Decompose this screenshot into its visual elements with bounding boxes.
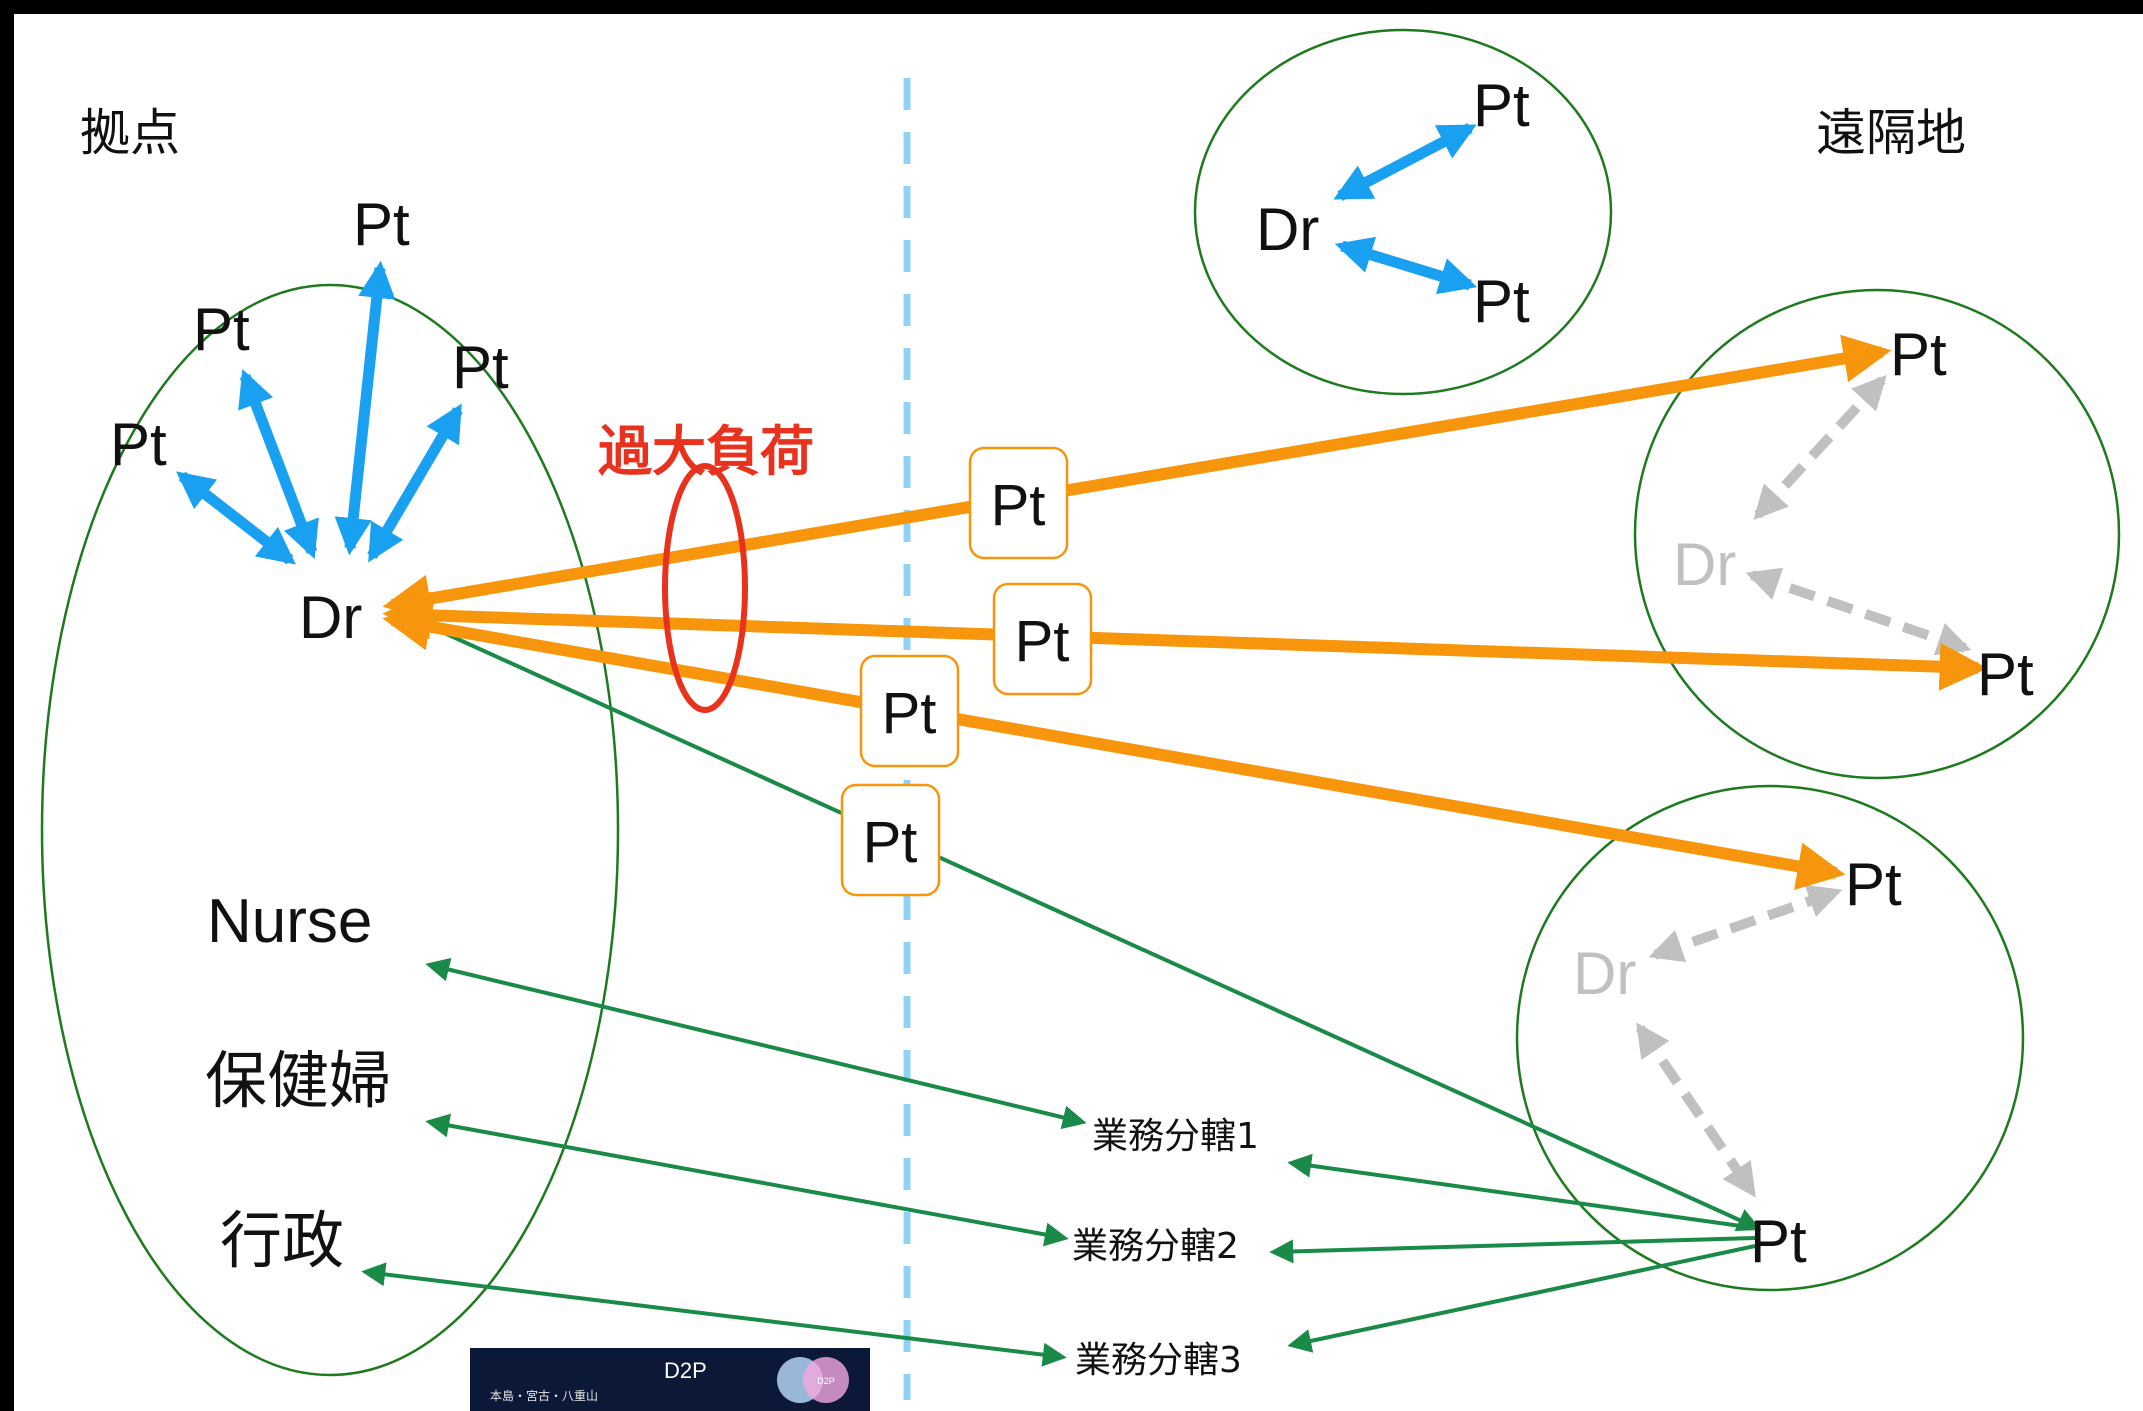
- base-pt-right: Pt: [452, 334, 509, 401]
- green-line-duty1: [1287, 1153, 1756, 1230]
- orange-arrow-3: [382, 602, 1846, 891]
- blue-arrow-pt2: [238, 369, 319, 559]
- remote3-pt-top: Pt: [1845, 851, 1902, 918]
- blue-arrow-pt4: [367, 403, 463, 563]
- remote1-pt-top: Pt: [1473, 72, 1530, 139]
- remote3-dr: Dr: [1573, 940, 1636, 1007]
- pt-box-3-label: Pt: [882, 681, 937, 746]
- blue-arrow-pt1: [176, 471, 296, 565]
- remote1-pt-bottom: Pt: [1473, 268, 1530, 335]
- nurse-label: Nurse: [207, 887, 372, 956]
- base-dr: Dr: [299, 584, 362, 651]
- green-line-duty3: [1287, 1244, 1756, 1353]
- remote3-pt-bottom: Pt: [1750, 1208, 1807, 1275]
- base-pt-top: Pt: [353, 191, 410, 258]
- pt-box-2-label: Pt: [1015, 609, 1070, 674]
- administration-label: 行政: [220, 1204, 344, 1277]
- green-line-nurse: [425, 957, 1087, 1130]
- green-line-duty2: [1269, 1236, 1756, 1264]
- grey-arrow-mid-1: [1753, 374, 1887, 521]
- pt-box-3: Pt: [859, 654, 960, 768]
- duty3-label: 業務分轄3: [1075, 1340, 1242, 1381]
- d2p-thumbnail: D2P 本島・宮古・八重山 D2P: [470, 1348, 870, 1411]
- base-pt-left: Pt: [110, 411, 167, 478]
- remote2-pt-bottom: Pt: [1977, 641, 2034, 708]
- overload-label: 過大負荷: [598, 420, 814, 483]
- pt-box-1-label: Pt: [991, 473, 1046, 538]
- duty1-label: 業務分轄1: [1092, 1116, 1259, 1157]
- grey-arrow-mid-2: [1745, 567, 1972, 656]
- blue-arrow-pt3: [334, 260, 396, 556]
- public-health-nurse-label: 保健婦: [205, 1044, 391, 1117]
- overload-ellipse: [662, 463, 748, 713]
- duty2-label: 業務分轄2: [1072, 1226, 1239, 1267]
- base-pt-left-upper: Pt: [193, 296, 250, 363]
- thumbnail-badge: D2P: [817, 1376, 835, 1386]
- thumbnail-subtitle: 本島・宮古・八重山: [490, 1388, 598, 1403]
- remote-title: 遠隔地: [1816, 104, 1966, 162]
- blue-arrow-remote-1: [1333, 123, 1477, 201]
- green-line-dr: [393, 608, 1762, 1232]
- green-line-admin: [361, 1262, 1067, 1367]
- base-title: 拠点: [80, 104, 180, 162]
- remote1-dr: Dr: [1256, 196, 1319, 263]
- green-line-hn: [425, 1113, 1069, 1247]
- remote2-dr: Dr: [1673, 531, 1736, 598]
- remote2-pt-top: Pt: [1890, 321, 1947, 388]
- pt-box-4-label: Pt: [863, 810, 918, 875]
- pt-box-2: Pt: [992, 582, 1093, 696]
- pt-box-4: Pt: [840, 783, 941, 897]
- pt-box-1: Pt: [968, 446, 1069, 560]
- blue-arrow-remote-2: [1334, 236, 1478, 295]
- grey-arrow-bot-2: [1635, 1022, 1757, 1198]
- orange-arrow-1: [382, 334, 1892, 623]
- grey-arrow-bot-1: [1648, 884, 1843, 963]
- thumbnail-title: D2P: [664, 1358, 707, 1383]
